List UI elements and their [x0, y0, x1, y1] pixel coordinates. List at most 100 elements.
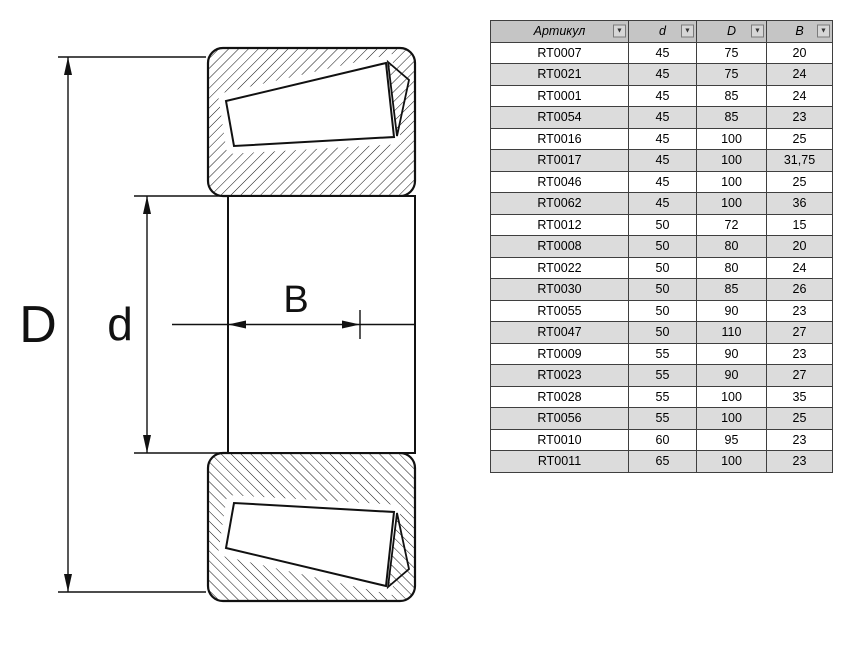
cell-D: 110: [696, 321, 767, 344]
cell-article: RT0022: [490, 256, 629, 279]
cell-article: RT0001: [490, 84, 629, 107]
cell-D: 100: [696, 385, 767, 408]
cell-article: RT0016: [490, 127, 629, 150]
cell-article: RT0055: [490, 299, 629, 322]
cell-D: 80: [696, 256, 767, 279]
label-width: B: [283, 279, 308, 321]
cell-B: 23: [766, 342, 833, 365]
cell-D: 85: [696, 278, 767, 301]
cell-B: 31,75: [766, 149, 833, 172]
cell-d: 55: [628, 407, 697, 430]
tapered-roller: [224, 61, 396, 148]
cell-d: 55: [628, 342, 697, 365]
column-header-label: B: [795, 24, 804, 39]
cell-D: 85: [696, 84, 767, 107]
column-header-D: D▼: [696, 20, 767, 43]
cell-B: 24: [766, 256, 833, 279]
cell-B: 35: [766, 385, 833, 408]
column-header-label: D: [726, 24, 737, 39]
filter-dropdown-icon[interactable]: ▼: [613, 24, 626, 38]
cell-B: 23: [766, 450, 833, 473]
cell-d: 55: [628, 364, 697, 387]
column-header-article: Артикул ▼: [490, 20, 629, 43]
cell-article: RT0028: [490, 385, 629, 408]
cell-B: 24: [766, 63, 833, 86]
filter-dropdown-icon[interactable]: ▼: [817, 24, 830, 38]
dimension-B: B: [172, 279, 416, 339]
cell-d: 45: [628, 127, 697, 150]
cell-d: 45: [628, 170, 697, 193]
cell-B: 36: [766, 192, 833, 215]
cell-article: RT0017: [490, 149, 629, 172]
cell-d: 50: [628, 278, 697, 301]
bearing-cross-section-drawing: D d B: [19, 46, 417, 603]
cell-D: 95: [696, 428, 767, 451]
table-header-row: Артикул▼d▼D▼B▼: [490, 20, 833, 43]
bearing-top-half-section: [206, 46, 417, 198]
cell-B: 15: [766, 213, 833, 236]
cell-d: 45: [628, 192, 697, 215]
cell-D: 100: [696, 407, 767, 430]
cell-article: RT0054: [490, 106, 629, 129]
cell-D: 72: [696, 213, 767, 236]
filter-dropdown-icon[interactable]: ▼: [681, 24, 694, 38]
cell-B: 26: [766, 278, 833, 301]
cell-B: 27: [766, 321, 833, 344]
cell-D: 90: [696, 364, 767, 387]
filter-dropdown-icon[interactable]: ▼: [751, 24, 764, 38]
cell-article: RT0008: [490, 235, 629, 258]
column-header-d: d▼: [628, 20, 697, 43]
dimension-D: D: [19, 56, 206, 593]
cell-D: 80: [696, 235, 767, 258]
cell-d: 45: [628, 106, 697, 129]
cell-B: 23: [766, 299, 833, 322]
cell-article: RT0010: [490, 428, 629, 451]
cell-B: 20: [766, 41, 833, 64]
dimension-d: d: [107, 195, 226, 454]
cell-article: RT0021: [490, 63, 629, 86]
cell-D: 75: [696, 63, 767, 86]
column-header-B: B▼: [766, 20, 833, 43]
cell-article: RT0046: [490, 170, 629, 193]
cell-B: 27: [766, 364, 833, 387]
column-header-label: Артикул: [533, 24, 586, 39]
label-bore-diameter: d: [107, 298, 133, 350]
cell-article: RT0012: [490, 213, 629, 236]
cell-B: 24: [766, 84, 833, 107]
cell-d: 65: [628, 450, 697, 473]
cell-d: 45: [628, 84, 697, 107]
cell-D: 100: [696, 127, 767, 150]
cell-d: 50: [628, 256, 697, 279]
cell-B: 23: [766, 428, 833, 451]
cell-d: 45: [628, 149, 697, 172]
cell-D: 100: [696, 149, 767, 172]
cell-article: RT0047: [490, 321, 629, 344]
cell-D: 90: [696, 299, 767, 322]
bearing-bottom-half-section: [206, 451, 417, 603]
cell-B: 25: [766, 127, 833, 150]
label-outer-diameter: D: [19, 296, 57, 354]
cell-B: 25: [766, 407, 833, 430]
cell-d: 55: [628, 385, 697, 408]
cell-article: RT0030: [490, 278, 629, 301]
cell-d: 50: [628, 235, 697, 258]
cell-d: 45: [628, 63, 697, 86]
column-header-label: d: [659, 24, 666, 39]
